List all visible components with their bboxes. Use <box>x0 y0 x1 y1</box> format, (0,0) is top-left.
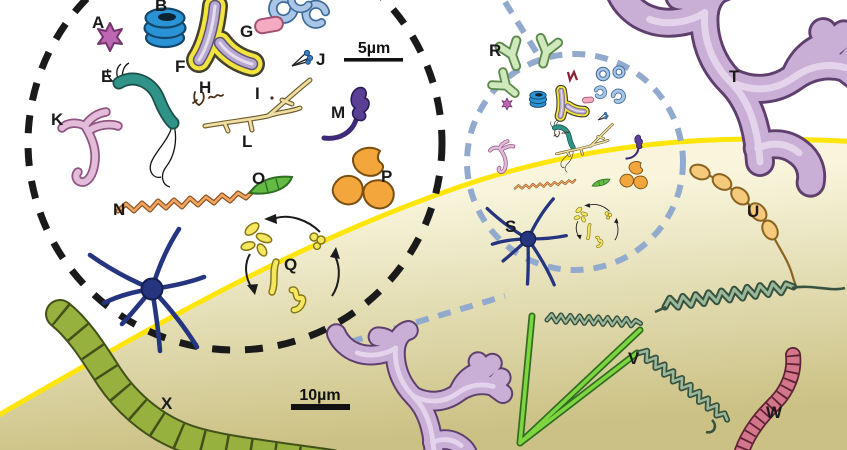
label-W: W <box>766 403 783 422</box>
outer-zoom-circle <box>464 51 686 273</box>
label-Q: Q <box>284 255 297 274</box>
organism-j-mini <box>597 111 609 121</box>
label-O: O <box>252 169 265 188</box>
label-V: V <box>628 349 640 368</box>
scale-bar-inner: 5µm <box>344 40 403 62</box>
label-J: J <box>316 50 325 69</box>
outer-community-mini <box>475 38 648 291</box>
organism-c-mini <box>596 88 605 97</box>
organism-a-mini <box>501 97 513 111</box>
organism-r-unit <box>499 40 524 69</box>
label-U: U <box>747 202 759 221</box>
label-E: E <box>101 67 112 86</box>
label-R: R <box>489 41 501 60</box>
label-N: N <box>113 200 125 219</box>
label-H: H <box>199 78 211 97</box>
organism-n-spirillum <box>118 192 252 211</box>
label-M: M <box>331 103 345 122</box>
organism-h-mini-squiggle <box>566 69 579 84</box>
scale-bar-outer: 10µm <box>291 387 350 410</box>
organism-i-cell <box>270 96 274 100</box>
scale-bar-outer-rule <box>291 404 350 410</box>
organism-k-hypha <box>62 112 118 182</box>
zoom-callout-line-upper <box>502 0 543 60</box>
inner-zoom-circle <box>24 0 446 354</box>
organism-g-capsule <box>252 14 286 36</box>
scale-bar-inner-rule <box>344 58 403 62</box>
scale-bar-outer-text: 10µm <box>299 387 340 404</box>
label-B: B <box>155 0 167 15</box>
inner-community <box>62 0 395 351</box>
macro-organisms <box>45 0 847 450</box>
organism-v-stalks-coils <box>516 281 846 447</box>
organism-c-crescent <box>290 0 311 10</box>
surface-line <box>0 136 847 418</box>
organism-c-mini-rings <box>595 65 626 82</box>
label-A: A <box>92 13 104 32</box>
organism-c-mini <box>612 89 625 102</box>
organism-w-worm <box>733 347 802 450</box>
label-K: K <box>51 110 64 129</box>
label-F: F <box>175 57 185 76</box>
organism-r-unit <box>492 72 520 100</box>
label-T: T <box>729 67 740 86</box>
organism-g-mini <box>581 96 595 104</box>
soil-region <box>0 136 847 450</box>
organism-b-mini <box>528 90 548 108</box>
organism-labels: A B E F G H I J K L M N O P Q R S T U V … <box>51 0 783 422</box>
label-X: X <box>161 394 173 413</box>
label-P: P <box>381 167 392 186</box>
label-S: S <box>505 217 516 236</box>
label-I: I <box>255 84 260 103</box>
scale-bar-inner-text: 5µm <box>358 40 390 57</box>
organism-j-cluster <box>291 49 314 67</box>
organism-x-alga <box>45 299 338 450</box>
label-G: G <box>240 22 253 41</box>
organism-f-mini <box>554 86 584 117</box>
label-L: L <box>242 132 252 151</box>
